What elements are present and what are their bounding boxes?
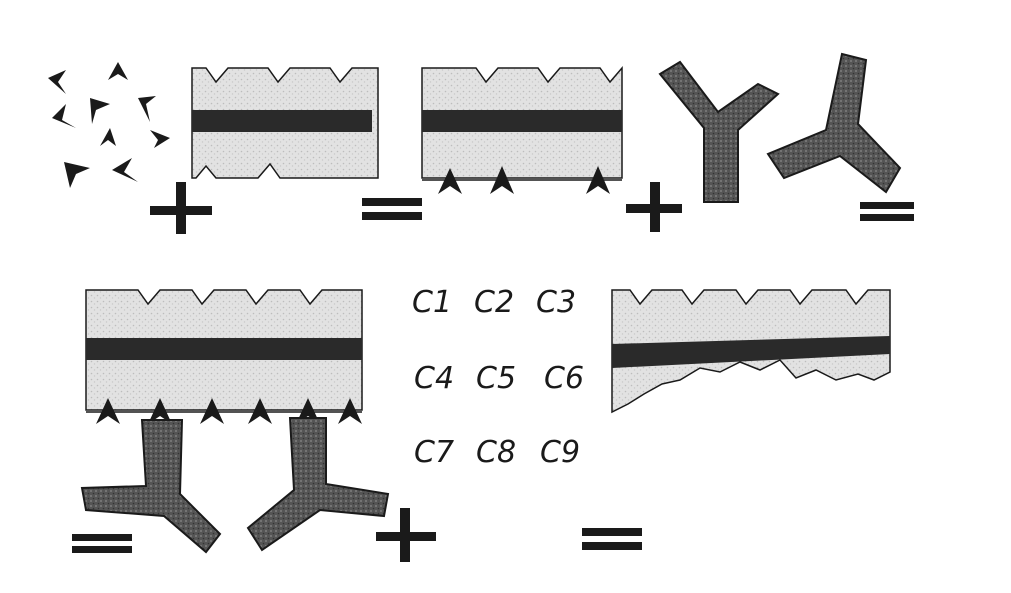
antigen-fragment — [112, 158, 138, 182]
antibody-icon — [766, 52, 902, 194]
plus-icon — [150, 182, 212, 234]
sensor-strip-assembled — [85, 289, 363, 424]
sensor-strip-plain — [191, 67, 379, 179]
antibody-icon — [658, 60, 780, 203]
core-band — [422, 110, 622, 132]
sensor-strip-result — [611, 289, 891, 414]
antigen-fragment — [108, 62, 128, 80]
equals-icon — [582, 528, 642, 550]
label-c4: C4 — [414, 361, 454, 396]
label-c8: C8 — [476, 435, 516, 470]
antigen-fragment — [138, 96, 156, 122]
label-c5: C5 — [476, 361, 516, 396]
label-c1: C1 — [412, 285, 452, 320]
antigen-fragment — [150, 130, 170, 148]
label-c3: C3 — [536, 285, 576, 320]
label-grid: C1 C2 C3 C4 C5 C6 C7 C8 C9 — [412, 285, 584, 470]
equals-icon — [72, 534, 132, 553]
label-c7: C7 — [414, 435, 454, 470]
plus-icon — [376, 508, 436, 562]
sensor-strip-with-antigens — [421, 65, 623, 194]
core-band — [86, 338, 362, 360]
antigen-fragment — [90, 98, 110, 124]
antibody-icon — [80, 419, 222, 554]
core-band — [612, 336, 890, 368]
equals-icon — [860, 202, 914, 221]
plus-icon — [626, 182, 682, 232]
label-c9: C9 — [540, 435, 580, 470]
antibody-icon — [246, 417, 390, 552]
antigen-fragment — [64, 162, 90, 188]
equals-icon — [362, 198, 422, 220]
label-c6: C6 — [544, 361, 584, 396]
label-c2: C2 — [474, 285, 514, 320]
antigen-fragment — [48, 70, 66, 94]
antigen-fragments — [48, 62, 170, 188]
core-band — [192, 110, 372, 132]
antigen-fragment — [100, 128, 116, 146]
antigen-fragment — [52, 104, 76, 128]
